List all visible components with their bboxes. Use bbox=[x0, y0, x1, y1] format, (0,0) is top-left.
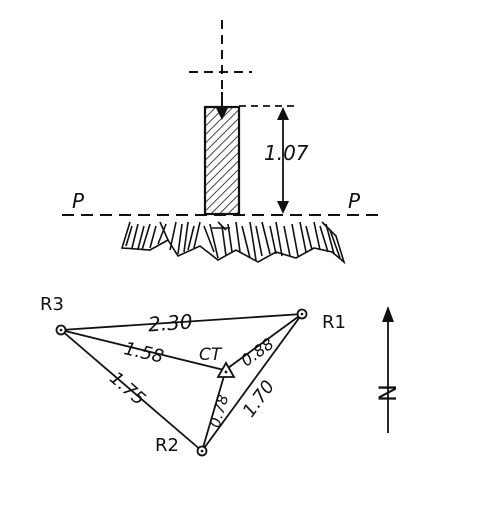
label-r3: R3 bbox=[40, 294, 64, 315]
height-arrow-top bbox=[277, 107, 289, 120]
north-arrow-head bbox=[382, 306, 394, 322]
label-r2: R2 bbox=[155, 435, 179, 456]
elevation-view: 1.07 P P bbox=[62, 20, 385, 265]
distance-r3-r1: 2.30 bbox=[147, 309, 193, 336]
north-arrow: N bbox=[374, 306, 402, 433]
distance-r3-ct: 1.58 bbox=[122, 338, 166, 367]
line-r2-r1 bbox=[201, 313, 303, 452]
label-ct: CT bbox=[199, 345, 223, 365]
center-arrow-head bbox=[216, 108, 228, 120]
height-arrow-bottom bbox=[277, 201, 289, 214]
distance-r2-r1: 1.70 bbox=[239, 377, 280, 422]
plane-label-left: P bbox=[72, 189, 85, 213]
label-r1: R1 bbox=[322, 312, 346, 333]
plan-view: R3 R1 R2 CT 2.30 1.58 0.88 0.78 1.70 1.7… bbox=[40, 294, 402, 457]
ground-hatching bbox=[120, 221, 346, 265]
line-r3-r2 bbox=[60, 329, 203, 452]
height-label: 1.07 bbox=[264, 141, 309, 165]
plane-label-right: P bbox=[348, 189, 361, 213]
line-r3-r1 bbox=[60, 313, 303, 331]
monument-post bbox=[203, 105, 241, 216]
station-r3-marker bbox=[55, 324, 67, 336]
station-r2-marker bbox=[196, 445, 208, 457]
distance-ct-r1: 0.88 bbox=[237, 334, 277, 370]
line-ct-r2 bbox=[201, 375, 225, 452]
distance-ct-r2: 0.78 bbox=[206, 393, 233, 430]
station-r1-marker bbox=[296, 308, 308, 320]
line-r3-ct bbox=[60, 329, 225, 371]
north-label: N bbox=[374, 384, 402, 402]
line-ct-r1 bbox=[227, 313, 303, 369]
control-point-triangle bbox=[216, 361, 236, 378]
